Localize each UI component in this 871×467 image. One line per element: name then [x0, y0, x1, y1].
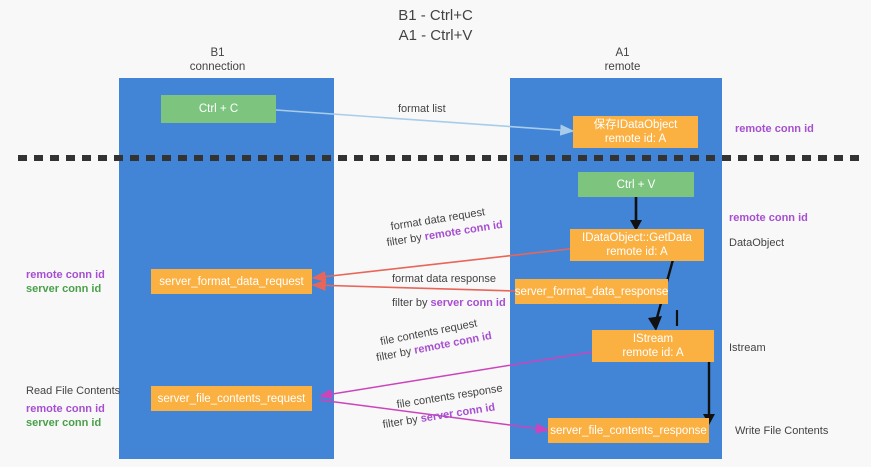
annotation-istream: Istream	[729, 342, 766, 354]
annotation-read-file-contents: Read File Contents	[26, 385, 121, 397]
edge-label-format-data-response-filter-prefix: filter by	[392, 297, 431, 309]
column-header-b1: B1 connection	[155, 46, 280, 74]
node-ctrl-c-label: Ctrl + C	[198, 103, 239, 115]
node-server-format-data-response[interactable]: server_format_data_response	[515, 279, 668, 304]
annotation-left-server-conn-id-1: server conn id	[26, 283, 102, 295]
column-a1-role: remote	[604, 61, 641, 73]
node-save-idataobject[interactable]: 保存IDataObject remote id: A	[573, 116, 698, 148]
column-b1-name: B1	[210, 47, 225, 59]
node-server-file-contents-request[interactable]: server_file_contents_request	[151, 386, 312, 411]
title-line-2: A1 - Ctrl+V	[398, 27, 473, 44]
edge-label-format-list: format list	[398, 103, 446, 115]
node-save-idataobject-line1: 保存IDataObject	[593, 119, 678, 131]
node-idataobject-getdata[interactable]: IDataObject::GetData remote id: A	[570, 229, 704, 261]
annotation-remote-conn-id-top: remote conn id	[735, 123, 814, 135]
node-ctrl-v[interactable]: Ctrl + V	[578, 172, 694, 197]
diagram-title: B1 - Ctrl+C A1 - Ctrl+V	[0, 6, 871, 46]
edge-label-file-contents-response-filter-prefix: filter by	[381, 413, 422, 432]
node-istream[interactable]: IStream remote id: A	[592, 330, 714, 362]
annotation-left-remote-conn-id-2: remote conn id	[26, 403, 105, 415]
node-istream-line2: remote id: A	[622, 347, 684, 359]
title-line-1: B1 - Ctrl+C	[398, 7, 473, 24]
node-getdata-line2: remote id: A	[606, 246, 668, 258]
edge-label-file-contents-request: file contents request filter by remote c…	[375, 317, 495, 366]
node-server-format-data-response-label: server_format_data_response	[514, 285, 669, 298]
annotation-remote-conn-id-mid: remote conn id	[729, 212, 808, 224]
node-server-format-data-request[interactable]: server_format_data_request	[151, 269, 312, 294]
node-server-format-data-request-label: server_format_data_request	[159, 275, 304, 288]
annotation-write-file-contents: Write File Contents	[735, 425, 829, 437]
annotation-dataobject: DataObject	[729, 237, 785, 249]
node-getdata-line1: IDataObject::GetData	[582, 232, 692, 244]
node-ctrl-c[interactable]: Ctrl + C	[161, 95, 276, 123]
node-server-file-contents-response-label: server_file_contents_response	[550, 424, 707, 437]
edge-label-format-data-response: format data response filter by server co…	[392, 272, 506, 311]
phase-divider	[18, 155, 863, 161]
node-server-file-contents-request-label: server_file_contents_request	[157, 392, 306, 405]
annotation-left-server-conn-id-2: server conn id	[26, 417, 102, 429]
column-b1-role: connection	[189, 61, 246, 73]
column-header-a1: A1 remote	[560, 46, 685, 74]
node-server-file-contents-response[interactable]: server_file_contents_response	[548, 418, 709, 443]
edge-label-format-data-response-line1: format data response	[392, 273, 496, 285]
edge-label-format-data-request: format data request filter by remote con…	[386, 206, 505, 251]
node-save-idataobject-line2: remote id: A	[604, 133, 667, 145]
edge-label-file-contents-response: file contents response filter by server …	[381, 382, 505, 433]
edge-label-format-data-response-filter-key: server conn id	[430, 297, 506, 309]
annotation-left-remote-conn-id-1: remote conn id	[26, 269, 105, 281]
column-a1-name: A1	[615, 47, 630, 59]
node-istream-line1: IStream	[632, 333, 674, 345]
node-ctrl-v-label: Ctrl + V	[616, 178, 656, 191]
